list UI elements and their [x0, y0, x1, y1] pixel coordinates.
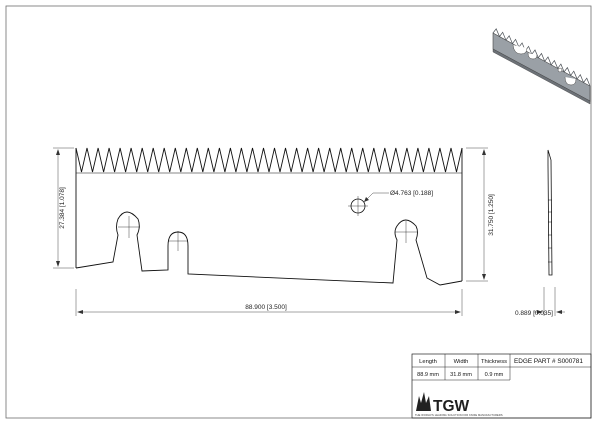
iso-hole: [557, 67, 563, 73]
side-profile: [547, 149, 553, 276]
value-length: 88.9 mm: [417, 372, 439, 378]
dimension-arrows: [56, 149, 562, 314]
iso-edge: [492, 48, 591, 105]
logo-tagline: THE WORLD'S LEADING SOLUTION FOR KNIFE M…: [415, 413, 503, 417]
logo-wordmark: TGW: [433, 398, 470, 415]
blade-side-view: [547, 149, 553, 276]
iso-slot: [564, 76, 577, 86]
sheet-border: [5, 5, 592, 419]
blade-bottom-profile: [75, 211, 463, 286]
dimension-lines: [53, 147, 565, 316]
part-number: EDGE PART # S000781: [514, 358, 583, 365]
blade-front-view: [75, 147, 463, 286]
header-width: Width: [454, 359, 469, 365]
tgw-logo: TGW THE WORLD'S LEADING SOLUTION FOR KNI…: [415, 392, 503, 417]
iso-slot: [527, 52, 538, 60]
logo-flame-icon: [416, 392, 431, 411]
hole-centerlines: [118, 196, 417, 251]
height-left-dimension: 27.384 [1.078]: [59, 187, 66, 229]
iso-serration: [492, 28, 591, 87]
value-width: 31.8 mm: [450, 372, 472, 378]
header-thickness: Thickness: [481, 359, 507, 365]
hole-diameter-callout: Ø4.763 [0.188]: [390, 190, 433, 197]
iso-slot: [512, 44, 528, 55]
thickness-dimension: 0.889 [0.035]: [515, 310, 553, 317]
overall-length-dimension: 88.900 [3.500]: [245, 304, 287, 311]
iso-face: [492, 32, 591, 102]
value-thickness: 0.9 mm: [485, 372, 504, 378]
title-block: Length Width Thickness 88.9 mm 31.8 mm 0…: [411, 353, 592, 419]
header-length: Length: [419, 359, 437, 365]
height-right-dimension: 31.750 [1.250]: [488, 194, 495, 236]
blade-serration: [75, 147, 463, 173]
isometric-view: [492, 28, 591, 105]
